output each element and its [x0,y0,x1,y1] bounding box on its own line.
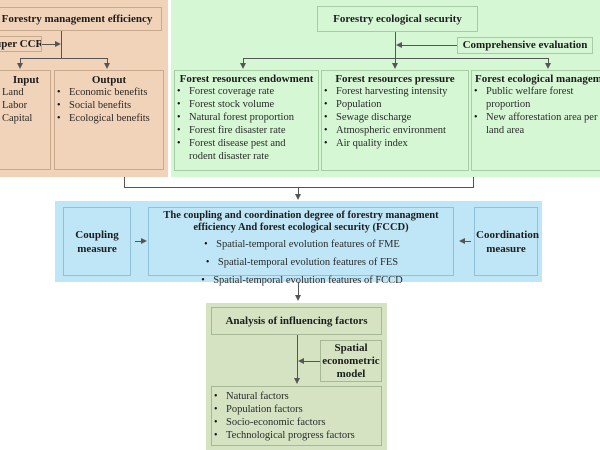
fccd-list: Spatial-temporal evolution features of F… [149,234,453,288]
fes-management-list: Public welfare forest proportion New aff… [472,85,600,137]
fme-right-drop [107,58,108,64]
fme-right-arrow [104,63,110,69]
fme-output-list: Economic benefits Social benefits Ecolog… [55,86,163,125]
fes-management-item: New afforestation area per unit land are… [472,111,600,137]
fme-input-item: Capital [2,113,33,124]
fes-pressure-item: Population [322,98,468,111]
fme-method-arrow [55,41,61,47]
coupling-connector [135,241,141,242]
fme-input-title: Input [12,74,40,86]
fme-panel: Forestry management efficiency Super CCR… [0,0,168,177]
merge-hline [124,187,474,188]
analysis-panel: Analysis of influencing factors Spatial … [206,303,387,450]
fes-endowment-list: Forest coverage rate Forest stock volume… [175,85,318,163]
fes-hline [243,58,549,59]
fes-title: Forestry ecological security [333,13,462,25]
factors-list: Natural factors Population factors Socio… [212,390,381,442]
fes-pressure-title: Forest resources pressure [335,73,455,85]
factors-box: Natural factors Population factors Socio… [211,386,382,446]
factor-item: Socio-economic factors [212,416,381,429]
factor-item: Population factors [212,403,381,416]
fme-title-box: Forestry management efficiency [0,7,162,31]
spatial-model-box: Spatial econometric model [320,340,382,382]
coordination-measure-box: Coordination measure [474,207,539,276]
spatial-model-connector [304,361,320,362]
fccd-to-analysis-line [298,282,299,296]
factor-item: Technological progress factors [212,429,381,442]
fme-method-box: Super CCR [0,36,42,52]
fme-title: Forestry management efficiency [1,13,153,25]
fes-management-item: Public welfare forest proportion [472,85,591,111]
coupling-arrow [141,238,147,244]
fes-endowment-item: Forest disease pest and rodent disaster … [175,137,309,163]
fccd-item: Spatial-temporal evolution features of F… [202,239,400,251]
fme-output-box: Output Economic benefits Social benefits… [54,70,164,170]
coupling-measure-label: Coupling measure [75,228,119,255]
fes-pressure-item: Forest harvesting intensity [322,85,468,98]
fes-method-box: Comprehensive evaluation [457,37,593,54]
fme-input-list: Land Labor Capital [0,86,50,125]
coordination-connector [465,241,471,242]
fes-endowment-item: Forest fire disaster rate [175,124,318,137]
fme-left-drop [20,58,21,64]
fccd-panel: Coupling measure The coupling and coordi… [55,201,542,287]
spatial-model-label: Spatial econometric model [322,341,380,380]
fme-left-arrow [17,63,23,69]
analysis-arrow [294,378,300,384]
fme-method: Super CCR [0,38,42,50]
fme-method-connector [42,44,56,45]
fme-output-item: Economic benefits [55,86,163,99]
fes-pressure-list: Forest harvesting intensity Population S… [322,85,468,150]
fes-panel: Forestry ecological security Comprehensi… [171,0,600,177]
merge-arrow [295,194,301,200]
fme-input-item: Labor [2,100,28,111]
coordination-measure-label: Coordination measure [476,228,539,255]
fccd-to-analysis-arrow [295,295,301,301]
fme-input-item: Land [2,87,24,98]
fes-endowment-item: Forest coverage rate [175,85,318,98]
fme-hline [20,58,108,59]
fes-pressure-box: Forest resources pressure Forest harvest… [321,70,469,171]
analysis-title-box: Analysis of influencing factors [211,307,382,335]
factor-item: Natural factors [212,390,381,403]
fes-method-arrow [396,42,402,48]
fes-pressure-item: Sewage discharge [322,111,468,124]
merge-drop [298,187,299,195]
fes-vline [395,32,396,65]
fccd-title: The coupling and coordination degree of … [163,210,439,233]
fes-to-fccd-line [473,177,474,187]
fme-output-title: Output [91,74,127,86]
fes-title-box: Forestry ecological security [317,6,478,32]
fes-arrow-mid [392,63,398,69]
coordination-arrow [459,238,465,244]
fes-arrow-left [240,63,246,69]
fes-pressure-item: Atmospheric environment [322,124,468,137]
fes-pressure-item: Air quality index [322,137,468,150]
fes-arrow-right [545,63,551,69]
fes-drop-left [243,58,244,64]
spatial-model-arrow [298,358,304,364]
coupling-measure-box: Coupling measure [63,207,131,276]
fes-endowment-item: Forest stock volume [175,98,318,111]
fme-to-fccd-line [124,177,125,187]
fes-method: Comprehensive evaluation [462,39,588,51]
fccd-item: Spatial-temporal evolution features of F… [204,257,398,269]
fes-endowment-title: Forest resources endowment [179,73,314,85]
analysis-vline [297,335,298,379]
fme-output-item: Ecological benefits [55,112,163,125]
fccd-main-box: The coupling and coordination degree of … [148,207,454,287]
fes-method-connector [402,45,457,46]
fme-output-item: Social benefits [55,99,163,112]
fes-endowment-item: Natural forest proportion [175,111,318,124]
analysis-title: Analysis of influencing factors [225,315,368,327]
fes-endowment-box: Forest resources endowment Forest covera… [174,70,319,171]
fme-vline [61,31,62,58]
fes-management-title: Forest ecological management [475,73,600,85]
fes-management-box: Forest ecological management Public welf… [471,70,600,171]
fme-input-box: Input Land Labor Capital [0,70,51,170]
fes-drop-right [548,58,549,64]
fccd-item: Spatial-temporal evolution features of F… [199,275,403,287]
